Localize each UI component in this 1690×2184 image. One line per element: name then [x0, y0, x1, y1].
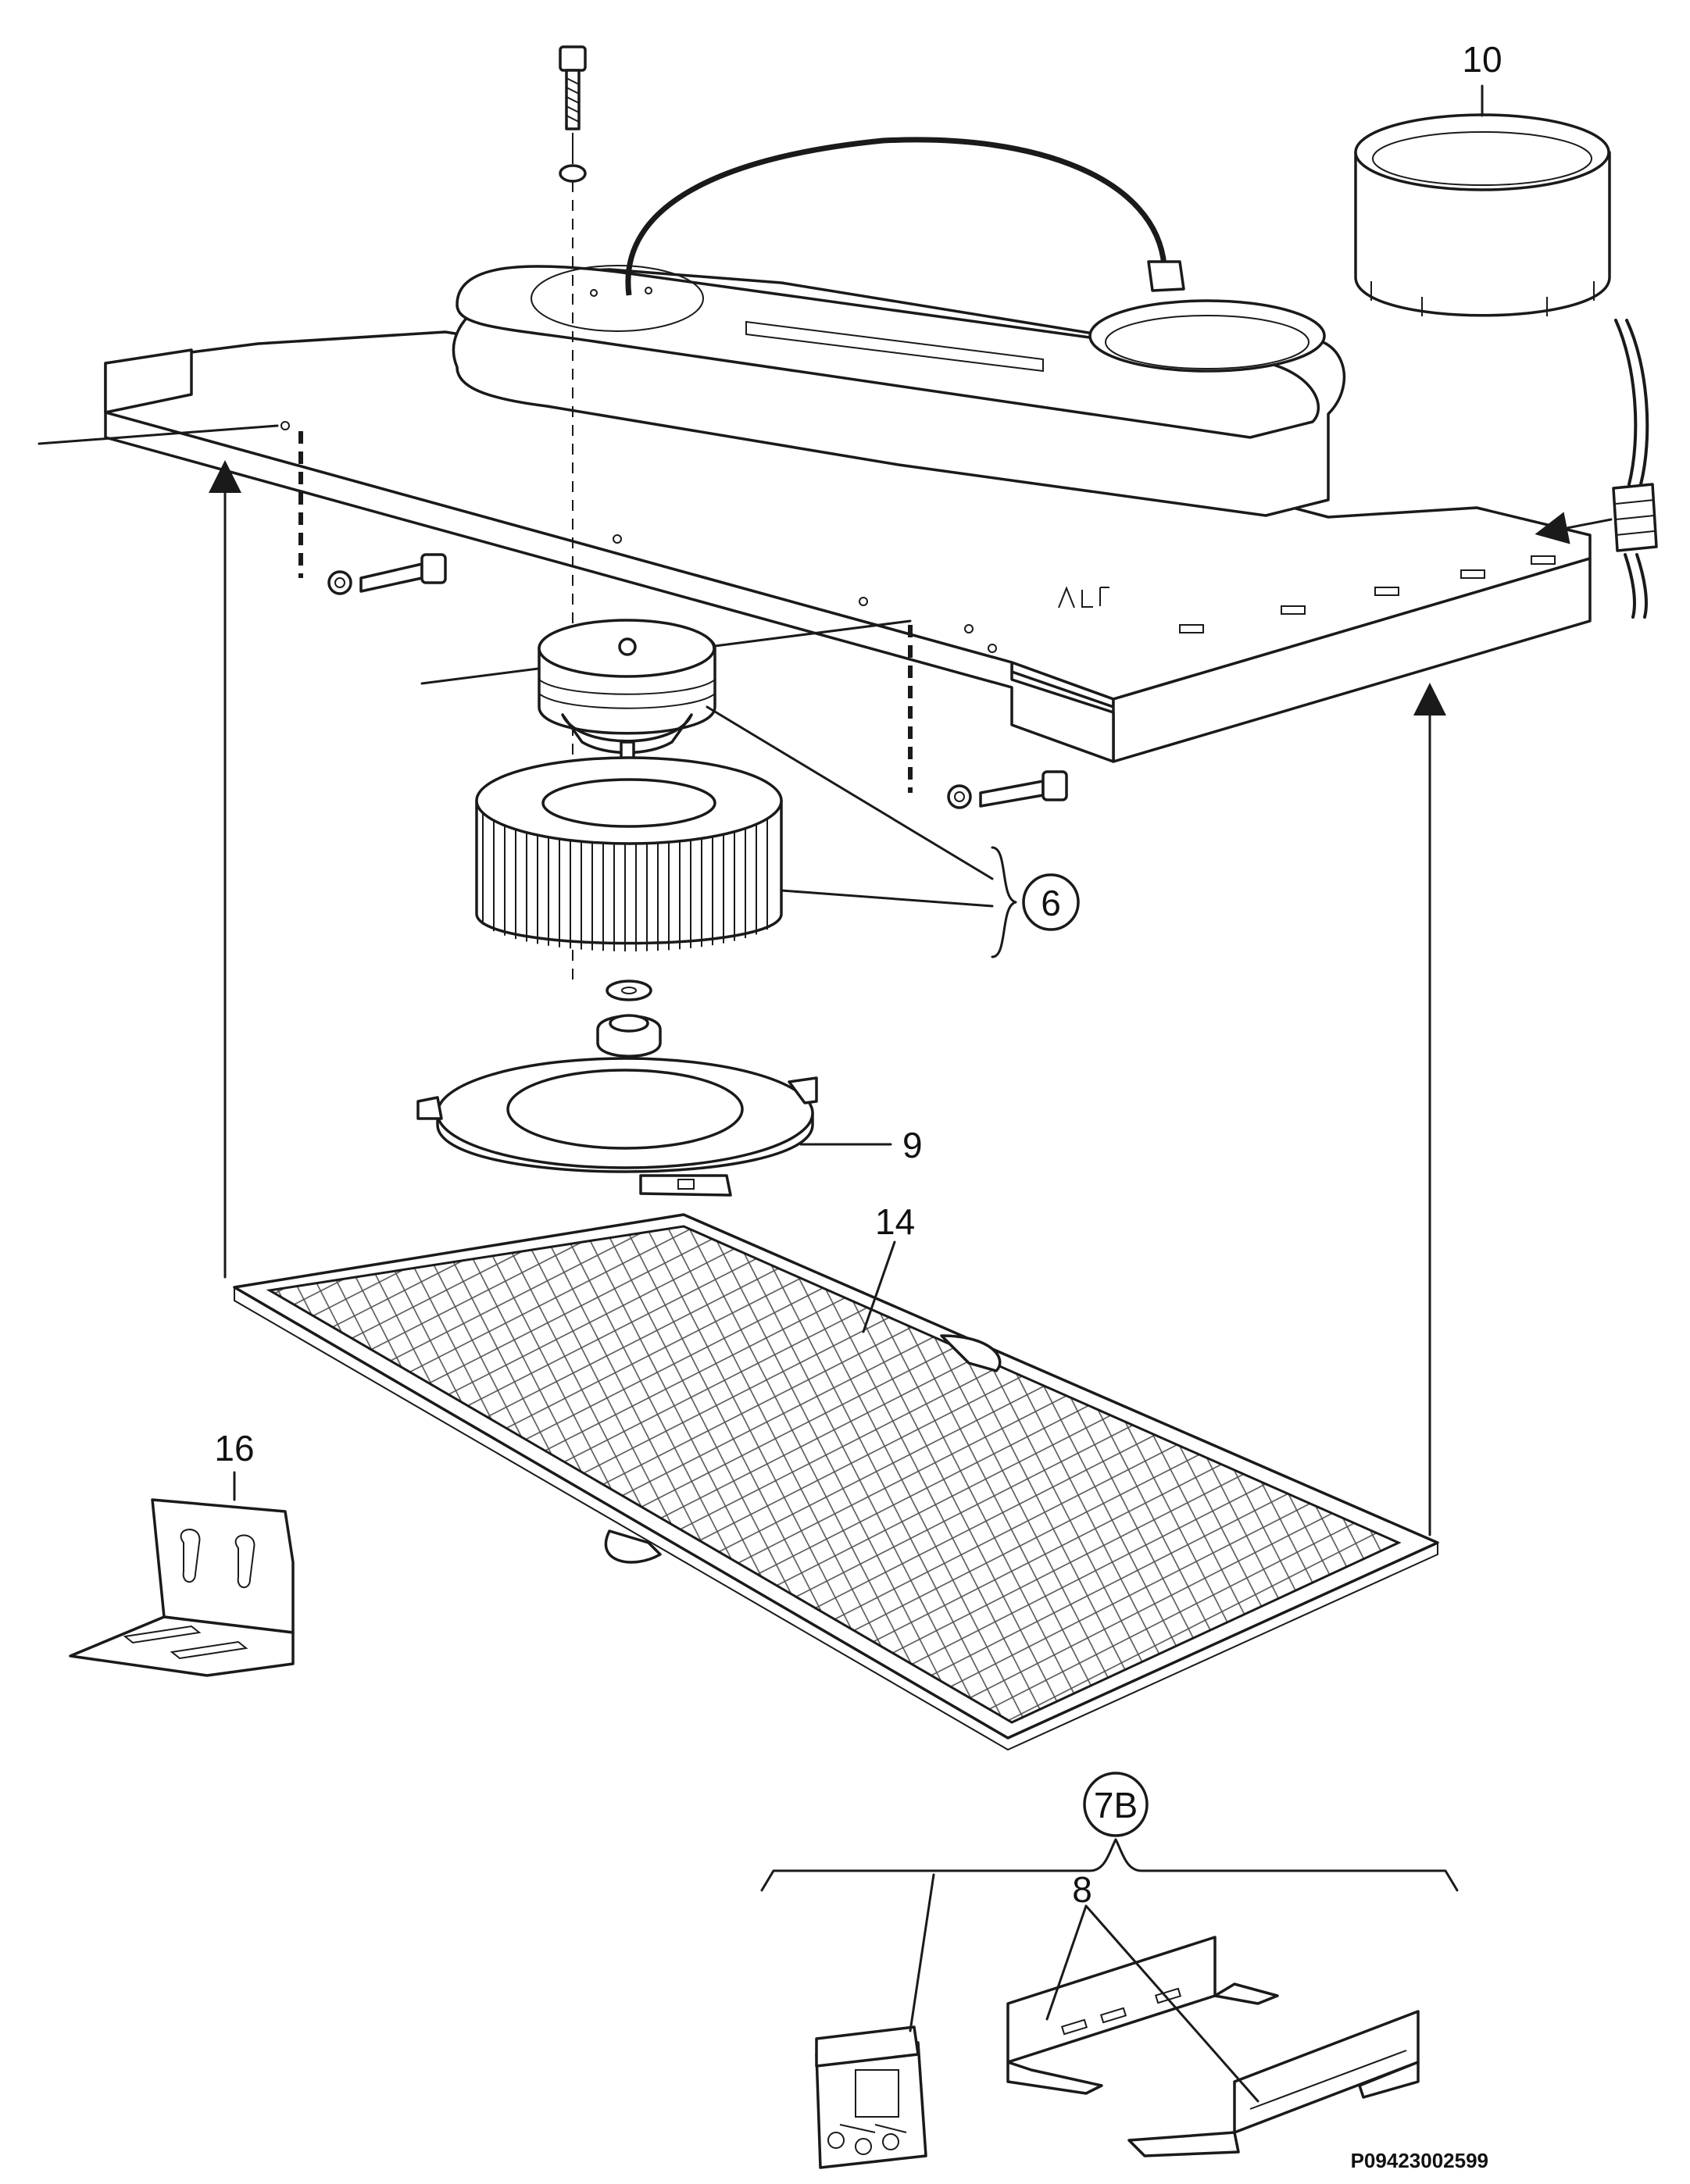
callout-7b: 7B: [760, 1772, 1459, 1892]
arrow-connector: [1535, 512, 1613, 544]
left-fixing: [298, 431, 447, 595]
leader-14: [862, 1240, 896, 1333]
cable-connector: [1612, 319, 1658, 619]
top-screw: [559, 45, 587, 130]
fan-motor: [538, 619, 716, 763]
leader-8-lower: [1084, 1904, 1259, 2103]
label-16: 16: [214, 1428, 254, 1468]
label-10: 10: [1462, 39, 1502, 80]
leader-8-upper: [1045, 1904, 1088, 2021]
fan-blades: [482, 812, 768, 951]
lower-washer: [606, 980, 652, 1001]
label-8: 8: [1072, 1869, 1092, 1910]
fixing-bag: [815, 2025, 927, 2169]
support-bracket-upper: [1006, 1936, 1279, 2095]
top-washer: [559, 164, 587, 183]
drawing-code: P09423002599: [1351, 2149, 1488, 2172]
leader-left-top: [38, 424, 279, 445]
flange-slots: [1179, 555, 1556, 633]
label-14: 14: [875, 1201, 915, 1242]
mounting-bracket: [69, 1498, 295, 1677]
fan-nut: [596, 1014, 662, 1058]
label-9: 9: [902, 1125, 923, 1165]
right-fixing: [908, 625, 1068, 809]
hood-base-plate: [104, 330, 1592, 763]
blower-housing: [452, 265, 1346, 517]
label-6: 6: [1041, 883, 1061, 923]
callout-6: 6: [706, 705, 1080, 958]
label-7b: 7B: [1094, 1785, 1138, 1825]
inlet-ring: [416, 1057, 818, 1197]
fan-wheel: [475, 756, 783, 951]
grease-filter: [233, 1213, 1439, 1751]
outlet-collar: [1354, 113, 1611, 317]
support-bracket-lower: [1127, 2010, 1420, 2157]
leader-bag: [909, 1873, 935, 2032]
motor-wire: [625, 137, 1185, 296]
